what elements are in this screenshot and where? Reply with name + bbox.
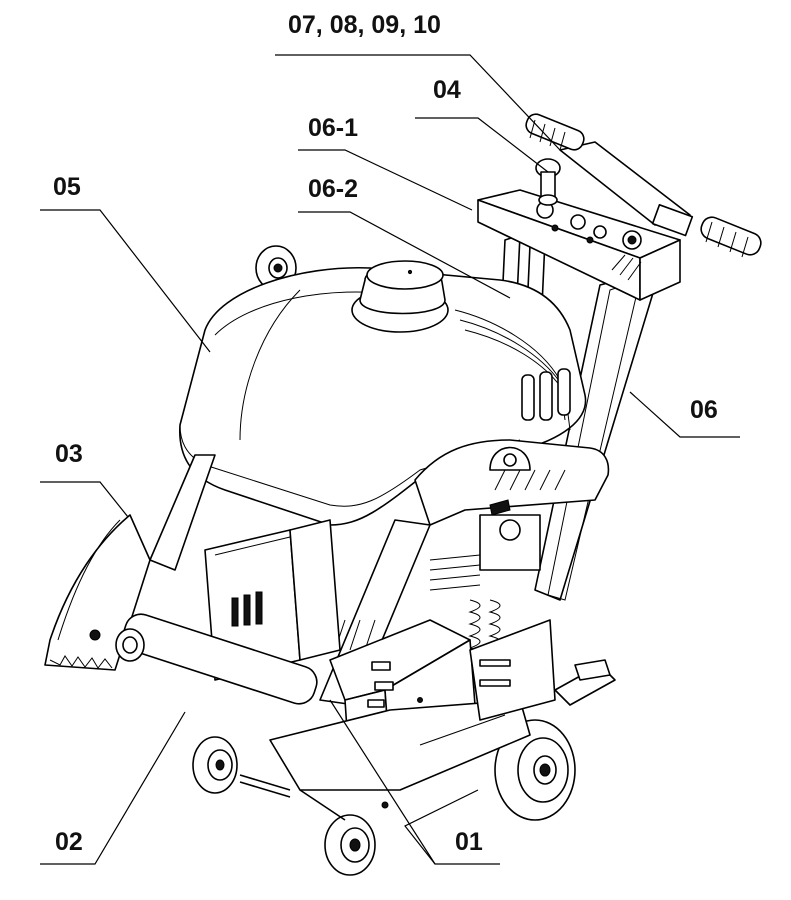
callout-06: 06 <box>690 396 718 424</box>
leader-03 <box>40 481 129 518</box>
control-panel <box>477 189 681 301</box>
front-left-wheel <box>192 736 238 794</box>
leader-06-1 <box>298 149 473 211</box>
right-grip <box>700 216 762 258</box>
leader-02 <box>40 711 186 865</box>
water-tank <box>179 260 587 526</box>
callout-03: 03 <box>55 440 83 468</box>
front-right-wheel <box>324 814 376 876</box>
leader-05 <box>40 209 211 353</box>
callout-04: 04 <box>433 76 461 104</box>
floor-saw-illustration <box>44 113 762 876</box>
callout-05: 05 <box>53 173 81 201</box>
callout-01: 01 <box>455 828 483 856</box>
chassis-base <box>269 619 616 821</box>
leader-01-b <box>404 789 479 865</box>
callout-07-08-09-10: 07, 08, 09, 10 <box>288 11 441 39</box>
callout-labels: 07, 08, 09, 10 04 06-1 05 06-2 06 03 02 … <box>53 11 718 856</box>
callout-leaders <box>40 54 740 865</box>
rear-wheel <box>494 719 576 821</box>
leader-04 <box>415 117 549 173</box>
callout-02: 02 <box>55 828 83 856</box>
callout-06-1: 06-1 <box>308 114 358 142</box>
callout-06-2: 06-2 <box>308 175 358 203</box>
handlebar <box>525 113 762 258</box>
rear-top-wheel <box>255 245 297 291</box>
leader-07-08-09-10 <box>275 54 561 151</box>
leader-06-2 <box>298 211 511 299</box>
left-grip <box>525 113 585 151</box>
leader-06 <box>629 391 740 438</box>
front-axle <box>115 613 318 798</box>
